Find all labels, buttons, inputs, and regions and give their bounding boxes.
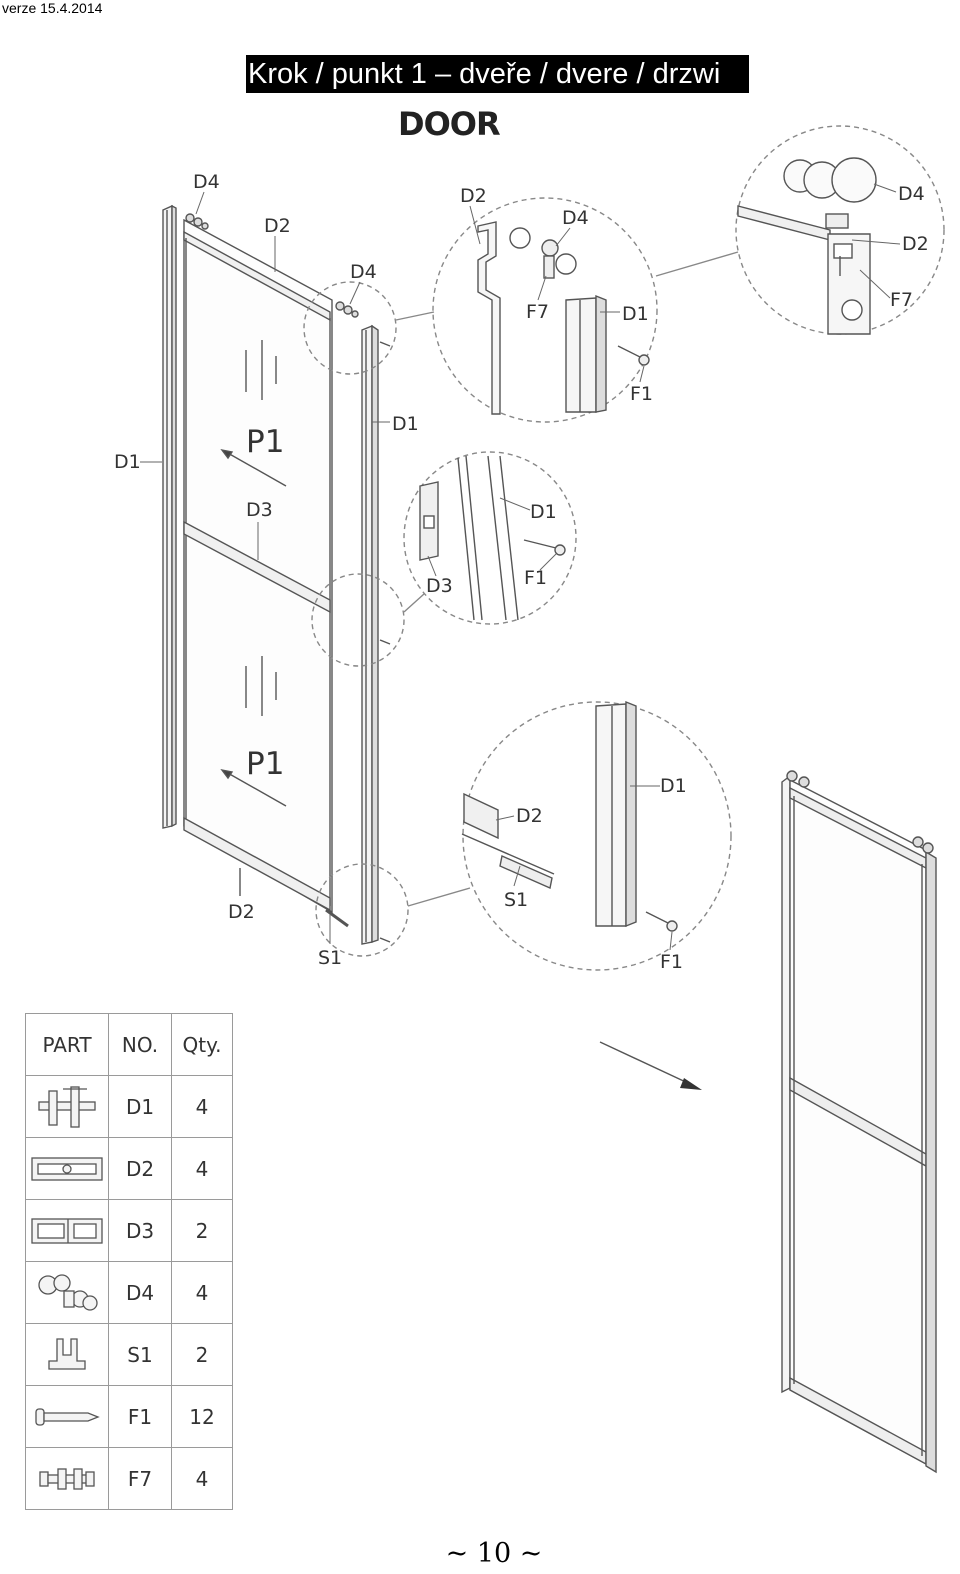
table-row: S1 2 (25, 1323, 233, 1386)
part-no: S1 (108, 1323, 172, 1386)
top-roller-d4 (185, 213, 209, 230)
part-qty: 2 (171, 1323, 233, 1386)
part-qty: 4 (171, 1261, 233, 1324)
detail-circle-3 (403, 451, 577, 625)
label-d3: D3 (246, 499, 273, 521)
part-no: F1 (108, 1385, 172, 1448)
detail3-label-f1: F1 (524, 567, 547, 589)
table-row: F1 12 (25, 1385, 233, 1448)
label-d4-mid: D4 (350, 261, 377, 283)
detail-1-parts (477, 221, 650, 415)
left-profile-d1 (162, 204, 177, 829)
detail3-label-d1: D1 (530, 501, 557, 523)
detail1-label-f1: F1 (630, 383, 653, 405)
detail-circle-1 (432, 197, 658, 423)
detail4-label-f1: F1 (660, 951, 683, 973)
detail2-label-f7: F7 (890, 289, 913, 311)
label-d2-top: D2 (264, 215, 291, 237)
callout-bottom (315, 863, 409, 957)
part-qty: 2 (171, 1199, 233, 1262)
part-qty: 12 (171, 1385, 233, 1448)
detail4-label-d2: D2 (516, 805, 543, 827)
h-profile-icon (25, 1075, 109, 1138)
door-heading: DOOR (398, 105, 501, 143)
detail1-label-d4: D4 (562, 207, 589, 229)
table-row: D1 4 (25, 1075, 233, 1138)
rail-profile-icon (25, 1137, 109, 1200)
detail3-label-d3: D3 (426, 575, 453, 597)
header-qty: Qty. (171, 1013, 233, 1076)
door-panel (183, 218, 333, 914)
table-row: D3 2 (25, 1199, 233, 1262)
table-row: D2 4 (25, 1137, 233, 1200)
part-no: D2 (108, 1137, 172, 1200)
right-profile-d1 (361, 324, 379, 945)
label-d2-bottom: D2 (228, 901, 255, 923)
detail4-label-d1: D1 (660, 775, 687, 797)
middle-profile-icon (25, 1199, 109, 1262)
table-row: F7 4 (25, 1447, 233, 1510)
screw-icon (25, 1385, 109, 1448)
parts-table: PART NO. Qty. D1 4 D2 4 D3 2 (25, 1013, 233, 1510)
label-d1-left: D1 (114, 451, 141, 473)
version-date: verze 15.4.2014 (2, 0, 103, 16)
part-no: D1 (108, 1075, 172, 1138)
callout-top (303, 281, 397, 375)
step-title: Krok / punkt 1 – dveře / dvere / drzwi (246, 55, 749, 93)
part-no: D3 (108, 1199, 172, 1262)
detail4-label-s1: S1 (504, 889, 528, 911)
detail1-label-f7: F7 (526, 301, 549, 323)
assembled-door (781, 770, 937, 1474)
detail2-label-d2: D2 (902, 233, 929, 255)
detail-circle-4 (462, 701, 732, 971)
part-qty: 4 (171, 1137, 233, 1200)
part-qty: 4 (171, 1075, 233, 1138)
label-s1: S1 (318, 947, 342, 969)
table-row: D4 4 (25, 1261, 233, 1324)
label-p1-lower: P1 (246, 746, 284, 782)
label-d4-top: D4 (193, 171, 220, 193)
roller-icon (25, 1261, 109, 1324)
bolt-icon (25, 1447, 109, 1510)
detail-3-parts (419, 455, 566, 621)
parts-table-header: PART NO. Qty. (25, 1013, 233, 1076)
header-no: NO. (108, 1013, 172, 1076)
part-qty: 4 (171, 1447, 233, 1510)
guide-icon (25, 1323, 109, 1386)
detail1-label-d1: D1 (622, 303, 649, 325)
label-p1-upper: P1 (246, 424, 284, 460)
part-no: F7 (108, 1447, 172, 1510)
page-number: ~ 10 ~ (445, 1538, 543, 1569)
detail2-label-d4: D4 (898, 183, 925, 205)
callout-mid (311, 573, 405, 667)
header-part: PART (25, 1013, 109, 1076)
detail-2-parts (737, 157, 877, 335)
detail-4-parts (461, 700, 678, 932)
mid-roller-d4 (335, 301, 359, 318)
part-no: D4 (108, 1261, 172, 1324)
detail1-label-d2: D2 (460, 185, 487, 207)
direction-arrow (599, 1041, 691, 1085)
label-d1-right: D1 (392, 413, 419, 435)
